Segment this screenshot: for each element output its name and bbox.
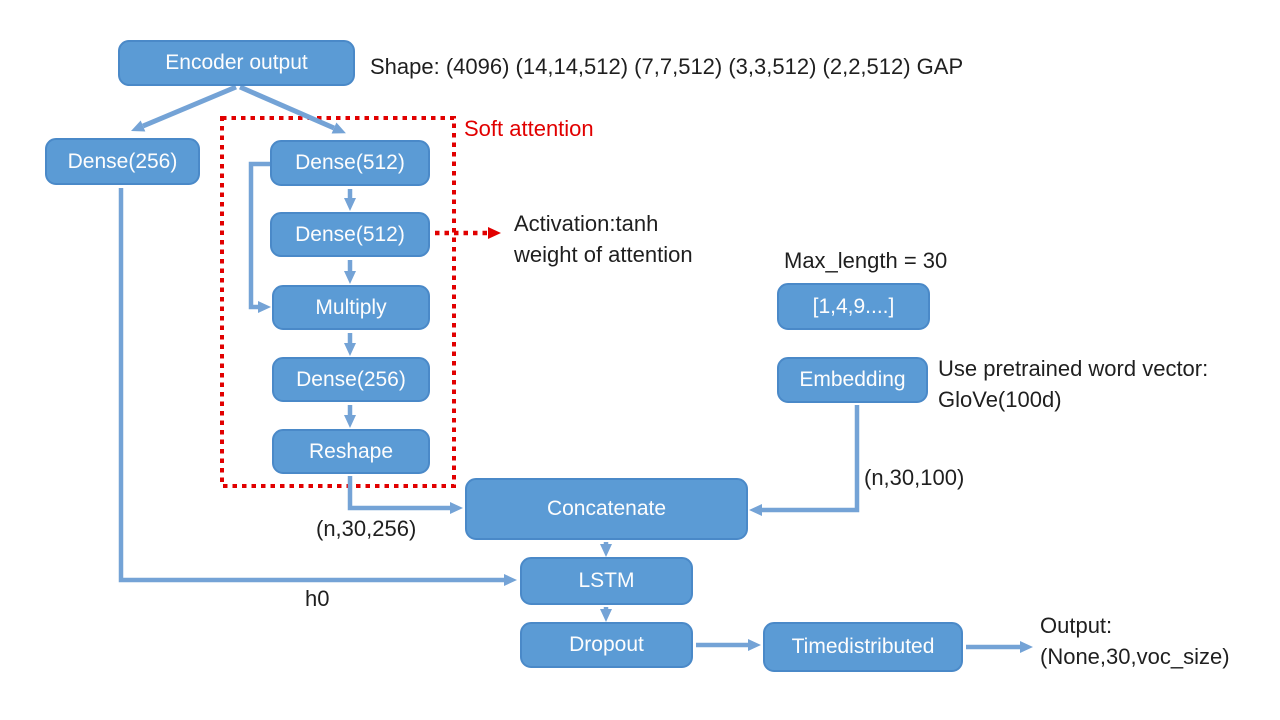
pretrained-note: Use pretrained word vector: GloVe(100d)	[938, 353, 1208, 415]
attention-annotation: Activation:tanh weight of attention	[514, 208, 693, 270]
pretrained-note-line2: GloVe(100d)	[938, 387, 1062, 412]
node-dense512-a: Dense(512)	[270, 140, 430, 186]
pretrained-note-line1: Use pretrained word vector:	[938, 356, 1209, 381]
edge-reshape-to-concatenate	[347, 476, 463, 514]
soft-attention-label: Soft attention	[464, 116, 594, 141]
shape-note: Shape: (4096) (14,14,512) (7,7,512) (3,3…	[370, 54, 964, 79]
node-timedistributed: Timedistributed	[763, 622, 963, 672]
soft-attention-region-border	[220, 116, 456, 488]
edge-skip-dense512a-to-multiply	[248, 161, 272, 313]
node-dense256-attention: Dense(256)	[272, 357, 430, 402]
node-multiply: Multiply	[272, 285, 430, 330]
h0-label: h0	[305, 586, 330, 611]
max-length-note: Max_length = 30	[784, 248, 948, 273]
node-reshape: Reshape	[272, 429, 430, 474]
edge-h0-dense256-to-lstm	[118, 188, 517, 586]
attention-annotation-line2: weight of attention	[514, 242, 693, 267]
edge-encoder-to-dense512a	[239, 84, 346, 134]
output-note-line1: Output:	[1040, 613, 1113, 638]
node-encoder-output: Encoder output	[118, 40, 355, 86]
edge-encoder-to-dense256	[131, 84, 237, 132]
node-dense512-b: Dense(512)	[270, 212, 430, 257]
node-dense256-image: Dense(256)	[45, 138, 200, 185]
output-note: Output: (None,30,voc_size)	[1040, 610, 1230, 672]
edge-embedding-to-concatenate	[749, 405, 860, 516]
attention-annotation-line1: Activation:tanh	[514, 211, 659, 236]
node-concatenate: Concatenate	[465, 478, 748, 540]
node-lstm: LSTM	[520, 557, 693, 605]
node-dropout: Dropout	[520, 622, 693, 668]
node-embedding: Embedding	[777, 357, 928, 403]
node-token-sequence: [1,4,9....]	[777, 283, 930, 330]
embedding-output-shape-label: (n,30,100)	[864, 465, 965, 490]
attention-output-shape-label: (n,30,256)	[316, 516, 417, 541]
output-note-line2: (None,30,voc_size)	[1040, 644, 1230, 669]
